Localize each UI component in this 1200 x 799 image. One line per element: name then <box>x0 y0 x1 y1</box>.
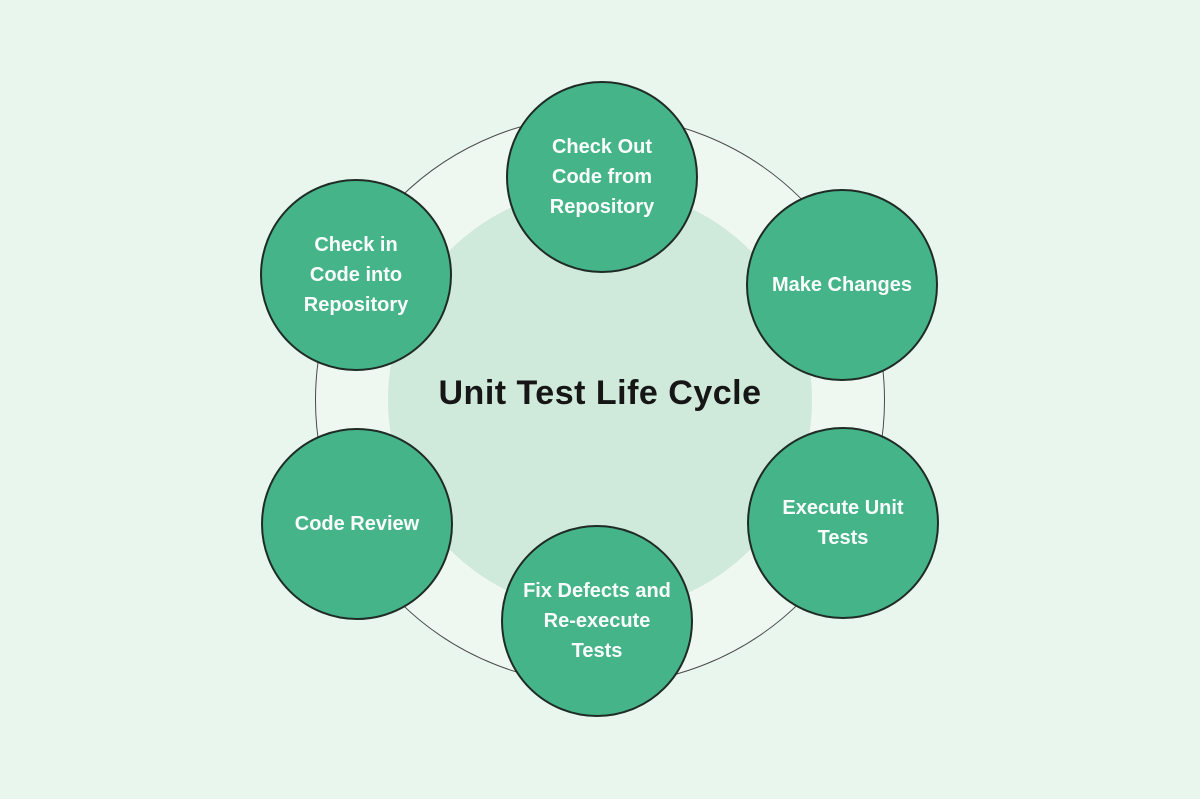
node-code-review: Code Review <box>261 428 453 620</box>
node-execute-unit-tests: Execute Unit Tests <box>747 427 939 619</box>
node-check-in-code: Check in Code into Repository <box>260 179 452 371</box>
node-fix-defects: Fix Defects and Re-execute Tests <box>501 525 693 717</box>
diagram-title: Unit Test Life Cycle <box>438 374 762 412</box>
node-check-in-code-label: Check in Code into Repository <box>303 234 409 316</box>
node-code-review-label: Code Review <box>294 513 420 535</box>
node-execute-unit-tests-label: Execute Unit Tests <box>782 497 904 549</box>
node-make-changes-label: Make Changes <box>771 274 913 296</box>
node-make-changes: Make Changes <box>746 189 938 381</box>
node-check-out-code: Check Out Code from Repository <box>506 81 698 273</box>
node-fix-defects-label: Fix Defects and Re-execute Tests <box>523 580 671 662</box>
node-check-out-code-label: Check Out Code from Repository <box>549 136 655 218</box>
